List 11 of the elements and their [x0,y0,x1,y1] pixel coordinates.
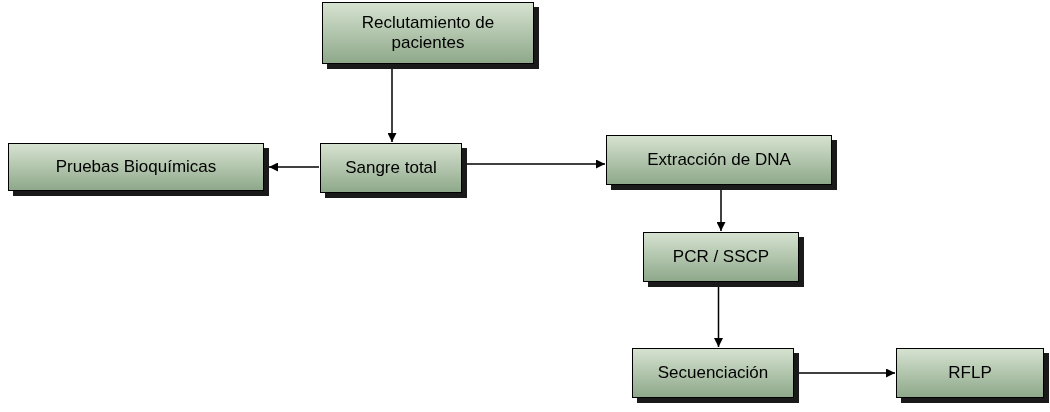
arrow [714,286,723,348]
box-label: Reclutamiento de pacientes [360,13,496,53]
arrow [798,368,896,378]
box-label: Extracción de DNA [647,150,791,170]
arrow [716,189,726,232]
box-label: Sangre total [345,158,437,178]
box-label: PCR / SSCP [672,247,770,267]
box-label: Pruebas Bioquímicas [55,157,217,177]
box-label: RFLP [948,363,992,383]
box-label: Secuenciación [657,363,769,383]
arrow [466,159,606,169]
